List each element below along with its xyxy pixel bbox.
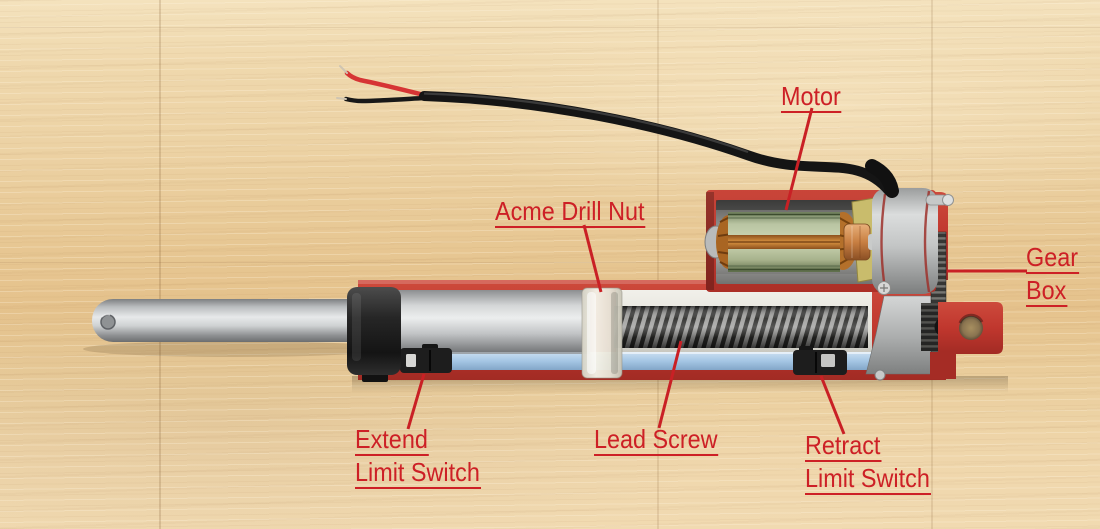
bearing-block [865,295,939,381]
inner-tube [396,290,590,352]
wood-joint-line [159,0,161,529]
leader-line-retract-limit-switch [819,375,846,435]
label-acme-drill-nut: Acme Drill Nut [495,196,646,228]
label-gear-box-line2: Box [1026,275,1068,307]
motor-rotor [716,212,858,272]
label-extend-line1: Extend [355,424,429,456]
acme-drill-nut-part [581,287,623,379]
cap-pin [925,194,954,206]
label-motor: Motor [781,83,842,113]
gearbox-end-cap [872,188,938,295]
label-retract-limit-switch: Retract Limit Switch [805,432,931,498]
rod-mounting-hole [100,314,116,330]
leader-lines [406,107,1027,435]
label-lead-screw: Lead Screw [594,424,719,456]
lead-screw-part [614,306,868,348]
body-shadow [352,376,1008,393]
circuit-strip [428,352,876,370]
leader-line-lead-screw [657,340,683,429]
retract-limit-switch-part [793,346,847,375]
leader-line-acme-drill-nut [582,224,603,293]
rubber-collar [347,287,401,382]
wood-joint-line [657,0,659,529]
label-gear-box-line1: Gear [1026,242,1079,274]
rod-shadow [83,341,387,357]
leader-line-motor [784,107,814,211]
leader-line-extend-limit-switch [406,373,426,430]
label-retract-line2: Limit Switch [805,463,931,495]
label-extend-limit-switch: Extend Limit Switch [355,426,481,492]
label-motor-text: Motor [781,81,842,113]
housing-foot [930,352,956,379]
commutator [843,223,871,261]
extension-rod [92,299,368,342]
black-wire [343,95,427,104]
label-acme-drill-nut-text: Acme Drill Nut [495,196,646,228]
label-retract-line1: Retract [805,430,882,462]
label-gear-box: Gear Box [1026,244,1079,310]
red-wire [344,70,427,98]
extend-limit-switch-part [400,344,452,373]
power-cable [336,65,899,198]
mounting-tab [938,302,1003,354]
label-extend-line2: Limit Switch [355,457,481,489]
motor-assembly [704,188,954,295]
wood-plank-line [0,262,1100,263]
label-lead-screw-text: Lead Screw [594,424,719,456]
wood-plank-line [0,27,1100,28]
mounting-hole [959,316,983,340]
